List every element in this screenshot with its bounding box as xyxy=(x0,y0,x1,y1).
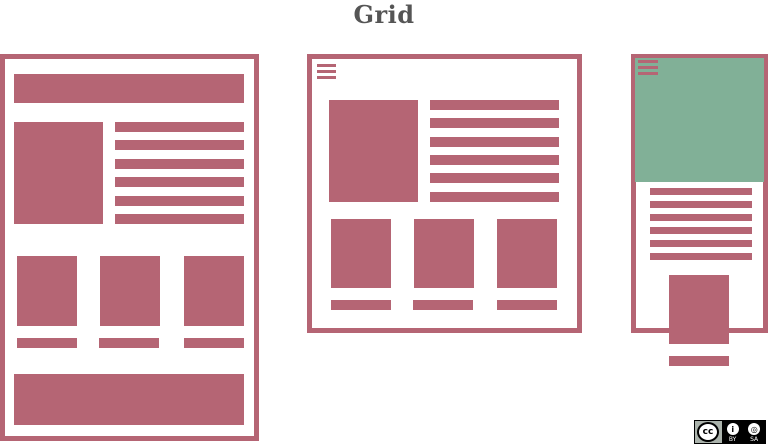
footer-bar xyxy=(14,374,244,425)
card-image xyxy=(100,256,160,326)
text-line xyxy=(430,100,559,110)
text-line xyxy=(650,227,752,234)
hamburger-icon xyxy=(317,76,336,79)
card-caption xyxy=(497,300,557,310)
page-title: Grid xyxy=(353,0,415,29)
card-caption xyxy=(669,356,729,366)
hamburger-icon xyxy=(638,66,658,69)
text-line xyxy=(650,214,752,221)
card-image xyxy=(17,256,77,326)
hamburger-icon xyxy=(317,64,336,67)
card-image xyxy=(184,256,244,326)
text-line xyxy=(650,240,752,247)
text-line xyxy=(430,137,559,147)
card-image xyxy=(331,219,391,288)
hamburger-icon xyxy=(638,72,658,75)
license-icons: i ◎ BY SA xyxy=(722,421,765,443)
by-icon: i xyxy=(726,423,739,435)
hero-block xyxy=(635,58,764,182)
text-line xyxy=(650,201,752,208)
hamburger-icon xyxy=(317,70,336,73)
card-image xyxy=(414,219,474,288)
text-line xyxy=(115,177,244,187)
header-bar xyxy=(14,74,244,103)
text-line xyxy=(115,159,244,169)
card-image xyxy=(669,275,729,344)
hamburger-icon xyxy=(638,60,658,63)
text-line xyxy=(115,214,244,224)
card-caption xyxy=(17,338,77,348)
cc-icon: cc xyxy=(697,422,719,442)
card-caption xyxy=(99,338,159,348)
text-line xyxy=(115,140,244,150)
text-line xyxy=(650,188,752,195)
text-line xyxy=(430,155,559,165)
text-line xyxy=(430,173,559,183)
card-caption xyxy=(184,338,244,348)
card-caption xyxy=(331,300,391,310)
text-line xyxy=(650,253,752,260)
image-block xyxy=(329,100,418,202)
sa-icon: ◎ xyxy=(748,423,761,435)
card-caption xyxy=(413,300,473,310)
image-block xyxy=(14,122,103,224)
card-image xyxy=(497,219,557,288)
text-line xyxy=(115,196,244,206)
text-line xyxy=(430,118,559,128)
cc-license-badge: cc i ◎ BY SA xyxy=(694,420,766,444)
by-label: BY xyxy=(728,436,737,443)
sa-label: SA xyxy=(750,436,759,443)
text-line xyxy=(430,192,559,202)
text-line xyxy=(115,122,244,132)
